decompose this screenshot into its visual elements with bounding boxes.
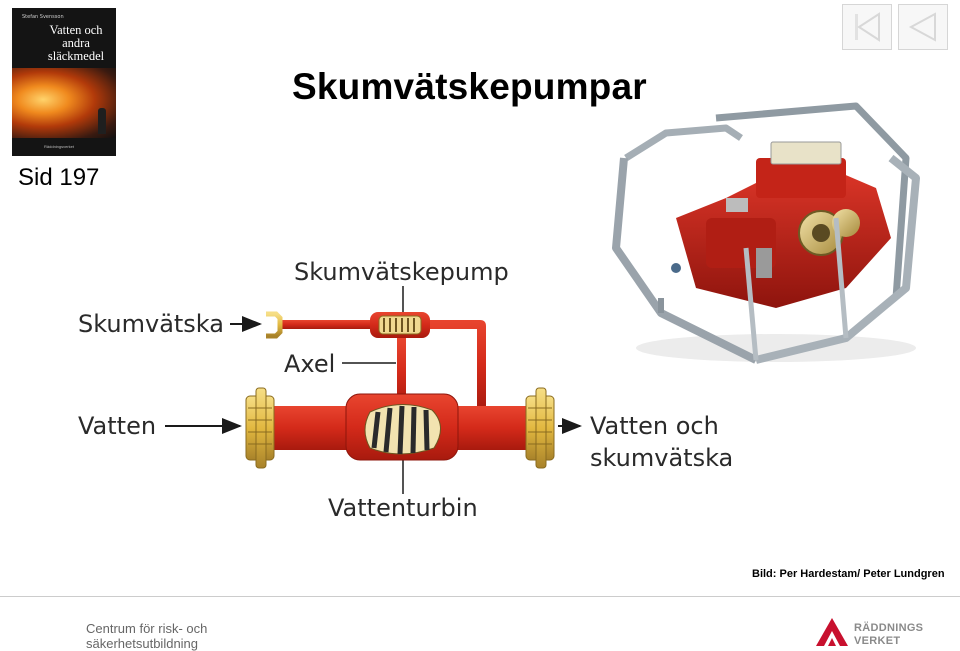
- agency-name-line-1: RÄDDNINGS: [854, 622, 924, 634]
- book-title: Vatten och andra släckmedel: [36, 24, 116, 63]
- pump-flow-diagram: Skumvätskepump Skumvätska Axel Vatten Va…: [78, 258, 733, 522]
- page-title: Skumvätskepumpar: [292, 66, 647, 107]
- book-publisher: Räddningsverket: [44, 144, 75, 149]
- book-cover-image: Stefan Svensson Vatten och andra släckme…: [12, 8, 116, 156]
- image-credit: Bild: Per Hardestam/ Peter Lundgren: [752, 568, 945, 580]
- footer-divider: [0, 596, 960, 597]
- organization-name: Centrum för risk- och säkerhetsutbildnin…: [86, 621, 246, 651]
- shaft-label: Axel: [284, 350, 335, 378]
- previous-slide-button[interactable]: [898, 4, 948, 50]
- output-label-line-1: Vatten och: [590, 412, 719, 440]
- first-slide-button[interactable]: [842, 4, 892, 50]
- org-name-line-2: säkerhetsutbildning: [86, 636, 199, 651]
- pump-label: Skumvätskepump: [294, 258, 509, 286]
- water-input-label: Vatten: [78, 412, 156, 440]
- first-page-icon: [855, 12, 880, 42]
- agency-name-line-2: VERKET: [854, 635, 901, 647]
- book-title-line-2: andra: [62, 36, 90, 50]
- turbine-label: Vattenturbin: [328, 494, 478, 522]
- foam-pump-photo: [612, 102, 920, 364]
- foam-liquid-label: Skumvätska: [78, 310, 224, 338]
- book-title-line-1: Vatten och: [49, 23, 103, 37]
- book-author: Stefan Svensson: [22, 14, 64, 20]
- firefighter-figure: [98, 108, 106, 134]
- agency-logo-icon: [816, 618, 848, 646]
- page-reference: Sid 197: [18, 164, 100, 191]
- book-title-line-3: släckmedel: [47, 49, 105, 63]
- previous-page-icon: [908, 12, 936, 42]
- output-label-line-2: skumvätska: [590, 444, 733, 472]
- agency-name: RÄDDNINGS VERKET: [854, 622, 923, 648]
- org-name-line-1: Centrum för risk- och: [86, 621, 208, 636]
